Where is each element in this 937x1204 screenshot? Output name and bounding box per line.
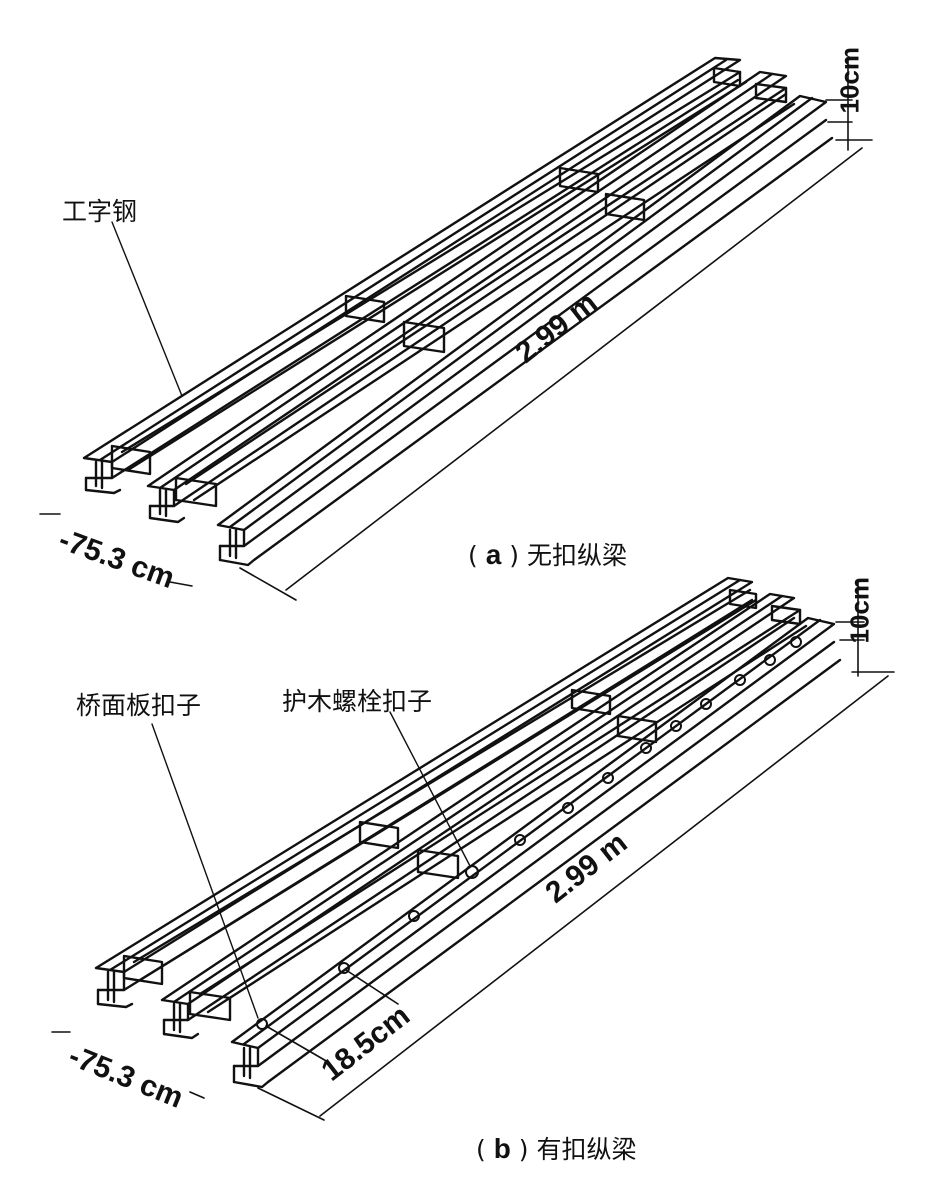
i-beam-left-a (82, 56, 742, 495)
leader-steel (111, 221, 183, 397)
caption-a: ( a ) 无扣纵梁 (468, 536, 627, 572)
beam-assembly-a (82, 56, 834, 567)
clip (465, 865, 479, 879)
i-beam-middle-b (160, 592, 796, 1040)
clip (734, 674, 746, 686)
dim-height-b: 10cm (844, 577, 875, 644)
clip (256, 1018, 268, 1030)
clip (514, 834, 526, 846)
clip (602, 772, 614, 784)
caption-a-letter: a (485, 539, 502, 570)
clip (764, 654, 776, 666)
label-deck-clip: 桥面板扣子 (76, 691, 202, 720)
dim-height-a: 10cm (834, 47, 865, 114)
caption-b-open: ( (476, 1135, 486, 1164)
clip (700, 698, 712, 710)
cross-braces-b (122, 588, 802, 1022)
i-beam-middle-a (146, 70, 788, 524)
i-beam-right-a (216, 94, 834, 567)
caption-a-close: ) (509, 541, 520, 570)
dimension-lines-a (39, 59, 873, 601)
caption-b-letter: b (493, 1133, 511, 1164)
clip (338, 962, 350, 974)
cross-braces-a (110, 66, 788, 508)
leader-guard-bolt-clip (389, 711, 471, 867)
caption-b-close: ) (518, 1135, 529, 1164)
label-steel-beam: 工字钢 (62, 197, 138, 226)
label-guard-bolt-clip: 护木螺栓扣子 (282, 687, 433, 716)
clip (670, 720, 682, 732)
leader-deck-clip (151, 723, 259, 1019)
caption-b-text: 有扣纵梁 (536, 1135, 637, 1164)
i-beam-right-b (230, 616, 842, 1089)
clip (562, 802, 574, 814)
clip (790, 636, 802, 648)
clips-b (256, 636, 802, 1030)
caption-b: ( b ) 有扣纵梁 (476, 1130, 637, 1166)
beam-assembly-b (94, 576, 842, 1089)
i-beam-left-b (94, 576, 754, 1009)
dimension-lines-b (51, 581, 895, 1121)
clip (408, 910, 420, 922)
caption-a-open: ( (468, 541, 478, 570)
clip (640, 742, 652, 754)
caption-a-text: 无扣纵梁 (526, 541, 627, 570)
